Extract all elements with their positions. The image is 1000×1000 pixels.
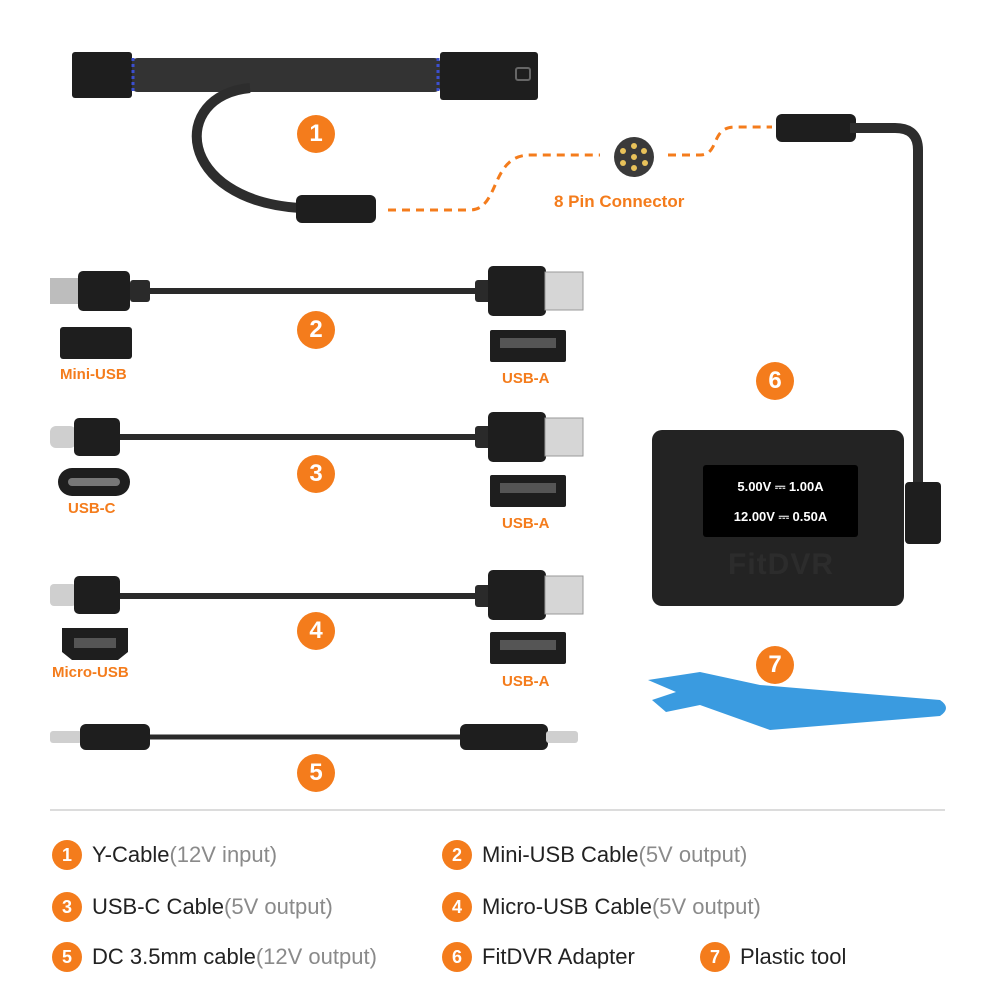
legend-name: Y-Cable xyxy=(92,842,170,867)
legend-note: (5V output) xyxy=(224,894,333,919)
legend-name: Mini-USB Cable xyxy=(482,842,639,867)
legend-item-5: 5 DC 3.5mm cable(12V output) xyxy=(52,942,377,972)
legend-name: Micro-USB Cable xyxy=(482,894,652,919)
legend-note: (12V output) xyxy=(255,944,377,969)
legend-item-7: 7 Plastic tool xyxy=(700,942,846,972)
legend-item-1: 1 Y-Cable(12V input) xyxy=(52,840,277,870)
badge-5: 5 xyxy=(297,754,335,792)
y-cable-braid xyxy=(130,58,442,92)
badge-2: 2 xyxy=(297,311,335,349)
legend-badge: 3 xyxy=(52,892,82,922)
legend-badge: 6 xyxy=(442,942,472,972)
adapter-cable-connector xyxy=(776,114,856,142)
legend-badge: 4 xyxy=(442,892,472,922)
legend-badge: 5 xyxy=(52,942,82,972)
legend-item-3: 3 USB-C Cable(5V output) xyxy=(52,892,333,922)
adapter-screen: 5.00V ⎓ 1.00A 12.00V ⎓ 0.50A xyxy=(703,465,858,537)
legend-item-4: 4 Micro-USB Cable(5V output) xyxy=(442,892,761,922)
badge-7: 7 xyxy=(756,646,794,684)
legend-item-6: 6 FitDVR Adapter xyxy=(442,942,635,972)
legend-name: DC 3.5mm cable xyxy=(92,944,256,969)
legend-note: (12V input) xyxy=(169,842,278,867)
legend-badge: 2 xyxy=(442,840,472,870)
micro-usb-label: Micro-USB xyxy=(52,664,129,681)
legend-note: (5V output) xyxy=(651,894,761,919)
badge-4: 4 xyxy=(297,612,335,650)
legend-badge: 1 xyxy=(52,840,82,870)
badge-1: 1 xyxy=(297,115,335,153)
plastic-tool-icon xyxy=(648,672,946,730)
legend-name: Plastic tool xyxy=(740,944,847,969)
usb-a-label-3: USB-A xyxy=(502,515,550,532)
legend-name: USB-C Cable xyxy=(92,894,225,919)
legend-item-2: 2 Mini-USB Cable(5V output) xyxy=(442,840,747,870)
badge-6: 6 xyxy=(756,362,794,400)
badge-3: 3 xyxy=(297,455,335,493)
screen-line-1: 5.00V ⎓ 1.00A xyxy=(737,479,824,494)
usb-c-label: USB-C xyxy=(68,500,116,517)
usb-a-label-2: USB-A xyxy=(502,370,550,387)
adapter-brand: FitDVR xyxy=(728,548,834,581)
legend-note: (5V output) xyxy=(638,842,748,867)
y-cable-right-connector xyxy=(440,52,538,100)
pin-connector-label: 8 Pin Connector xyxy=(554,192,685,211)
y-cable-branch-connector xyxy=(296,195,376,223)
legend-name: FitDVR Adapter xyxy=(482,944,635,969)
usb-a-label-4: USB-A xyxy=(502,673,550,690)
legend-badge: 7 xyxy=(700,942,730,972)
mini-usb-label: Mini-USB xyxy=(60,366,127,383)
y-cable-left-connector xyxy=(72,52,132,98)
screen-line-2: 12.00V ⎓ 0.50A xyxy=(733,509,828,524)
